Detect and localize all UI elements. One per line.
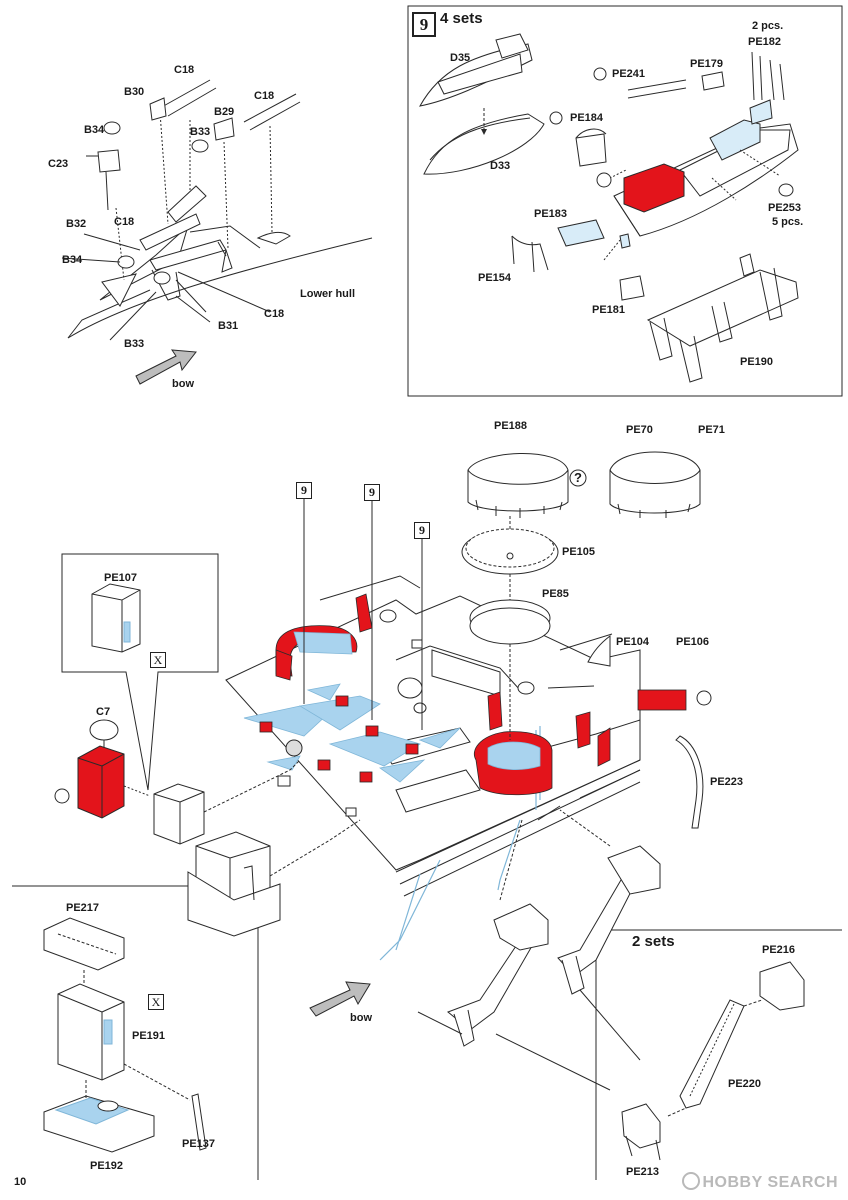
x-mark-main: X [150,652,166,668]
part-label-c23: C23 [48,158,69,170]
part-label-pe179: PE179 [690,58,724,70]
bow-label-main: bow [350,1012,372,1024]
part-label-c18-a: C18 [174,64,195,76]
part-label-pe253: PE253 [768,202,802,214]
step-marker-1: 9 [296,482,312,499]
pe182-qty-label: 2 pcs. [752,20,784,32]
part-label-b33-b: B33 [124,338,145,350]
part-label-pe107: PE107 [104,572,138,584]
part-label-b33-a: B33 [190,126,211,138]
part-label-pe181: PE181 [592,304,626,316]
part-label-pe217: PE217 [66,902,100,914]
step-marker-2: 9 [364,484,380,501]
part-label-c18-c: C18 [114,216,135,228]
part-label-c7: C7 [96,706,111,718]
part-label-pe137: PE137 [182,1138,216,1150]
part-label-b29: B29 [214,106,235,118]
ladder-detail-group [621,961,805,1161]
part-label-pe154: PE154 [478,272,512,284]
part-label-pe85: PE85 [542,588,569,600]
part-label-pe190: PE190 [740,356,774,368]
boat-sets-label: 4 sets [440,10,483,27]
part-label-pe220: PE220 [728,1078,762,1090]
fire-control-platforms [461,451,701,645]
part-label-d33: D33 [490,160,511,172]
boat-group [419,33,799,383]
accommodation-ladders-main [447,845,661,1047]
part-label-c18-b: C18 [254,90,275,102]
watermark-text: HOBBY SEARCH [702,1174,838,1191]
part-label-b30: B30 [124,86,145,98]
part-label-b32: B32 [66,218,87,230]
part-label-d35: D35 [450,52,471,64]
part-label-pe182: PE182 [748,36,782,48]
part-label-pe70: PE70 [626,424,653,436]
boat-cabin-red [623,163,685,213]
part-label-c18-d: C18 [264,308,285,320]
part-label-b31: B31 [218,320,239,332]
part-label-pe241: PE241 [612,68,646,80]
part-label-pe188: PE188 [494,420,528,432]
part-label-pe71: PE71 [698,424,725,436]
part-label-pe104: PE104 [616,636,650,648]
watermark-icon [681,1172,700,1190]
part-label-pe223: PE223 [710,776,744,788]
step-marker-3: 9 [414,522,430,539]
x-mark-locker: X [148,994,164,1010]
part-label-pe184: PE184 [570,112,604,124]
red-painted-parts [259,593,687,796]
part-label-pe106: PE106 [676,636,710,648]
part-label-pe183: PE183 [534,208,568,220]
ladder-sets-label: 2 sets [632,933,675,950]
part-label-pe192: PE192 [90,1160,124,1172]
bow-arrow-top [135,349,197,385]
page-number: 10 [14,1176,27,1188]
pe253-qty-label: 5 pcs. [772,216,804,228]
part-label-pe213: PE213 [626,1166,660,1178]
watermark: HOBBY SEARCH [681,1172,839,1192]
step-number-boat: 9 [412,12,436,37]
bow-label-top: bow [172,378,194,390]
part-label-pe191: PE191 [132,1030,166,1042]
part-label-b34-b: B34 [62,254,83,266]
part-label-pe105: PE105 [562,546,596,558]
part-label-pe216: PE216 [762,944,796,956]
pe107-inset-frame [61,553,219,791]
locker-group [43,917,207,1153]
part-label-b34-a: B34 [84,124,105,136]
lower-hull-group [61,79,373,341]
lower-hull-label: Lower hull [300,288,355,300]
boat-panel-frame [407,5,843,397]
question-mark: ? [574,470,582,485]
